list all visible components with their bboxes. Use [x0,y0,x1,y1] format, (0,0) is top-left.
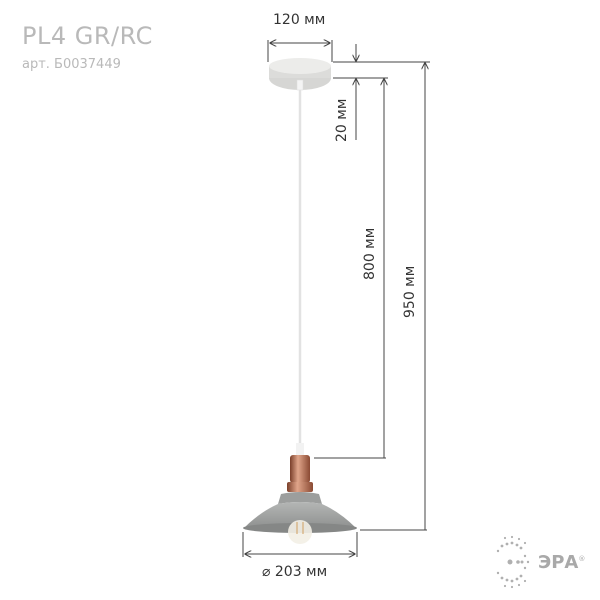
total-height-label: 950 мм [402,265,418,318]
canopy [269,58,331,91]
socket [287,443,313,492]
canopy-width-label: 120 мм [273,12,326,28]
shade-diameter-label: ⌀ 203 мм [262,564,328,580]
product-model: PL4 GR/RC [22,22,153,50]
brand-name: ЭРА® [538,552,586,573]
cord-length-label: 800 мм [362,227,378,280]
lamp-shade [243,492,357,544]
era-logo-icon [496,535,530,589]
canopy-height-label: 20 мм [334,98,350,142]
product-article: арт. Б0037449 [22,57,121,72]
